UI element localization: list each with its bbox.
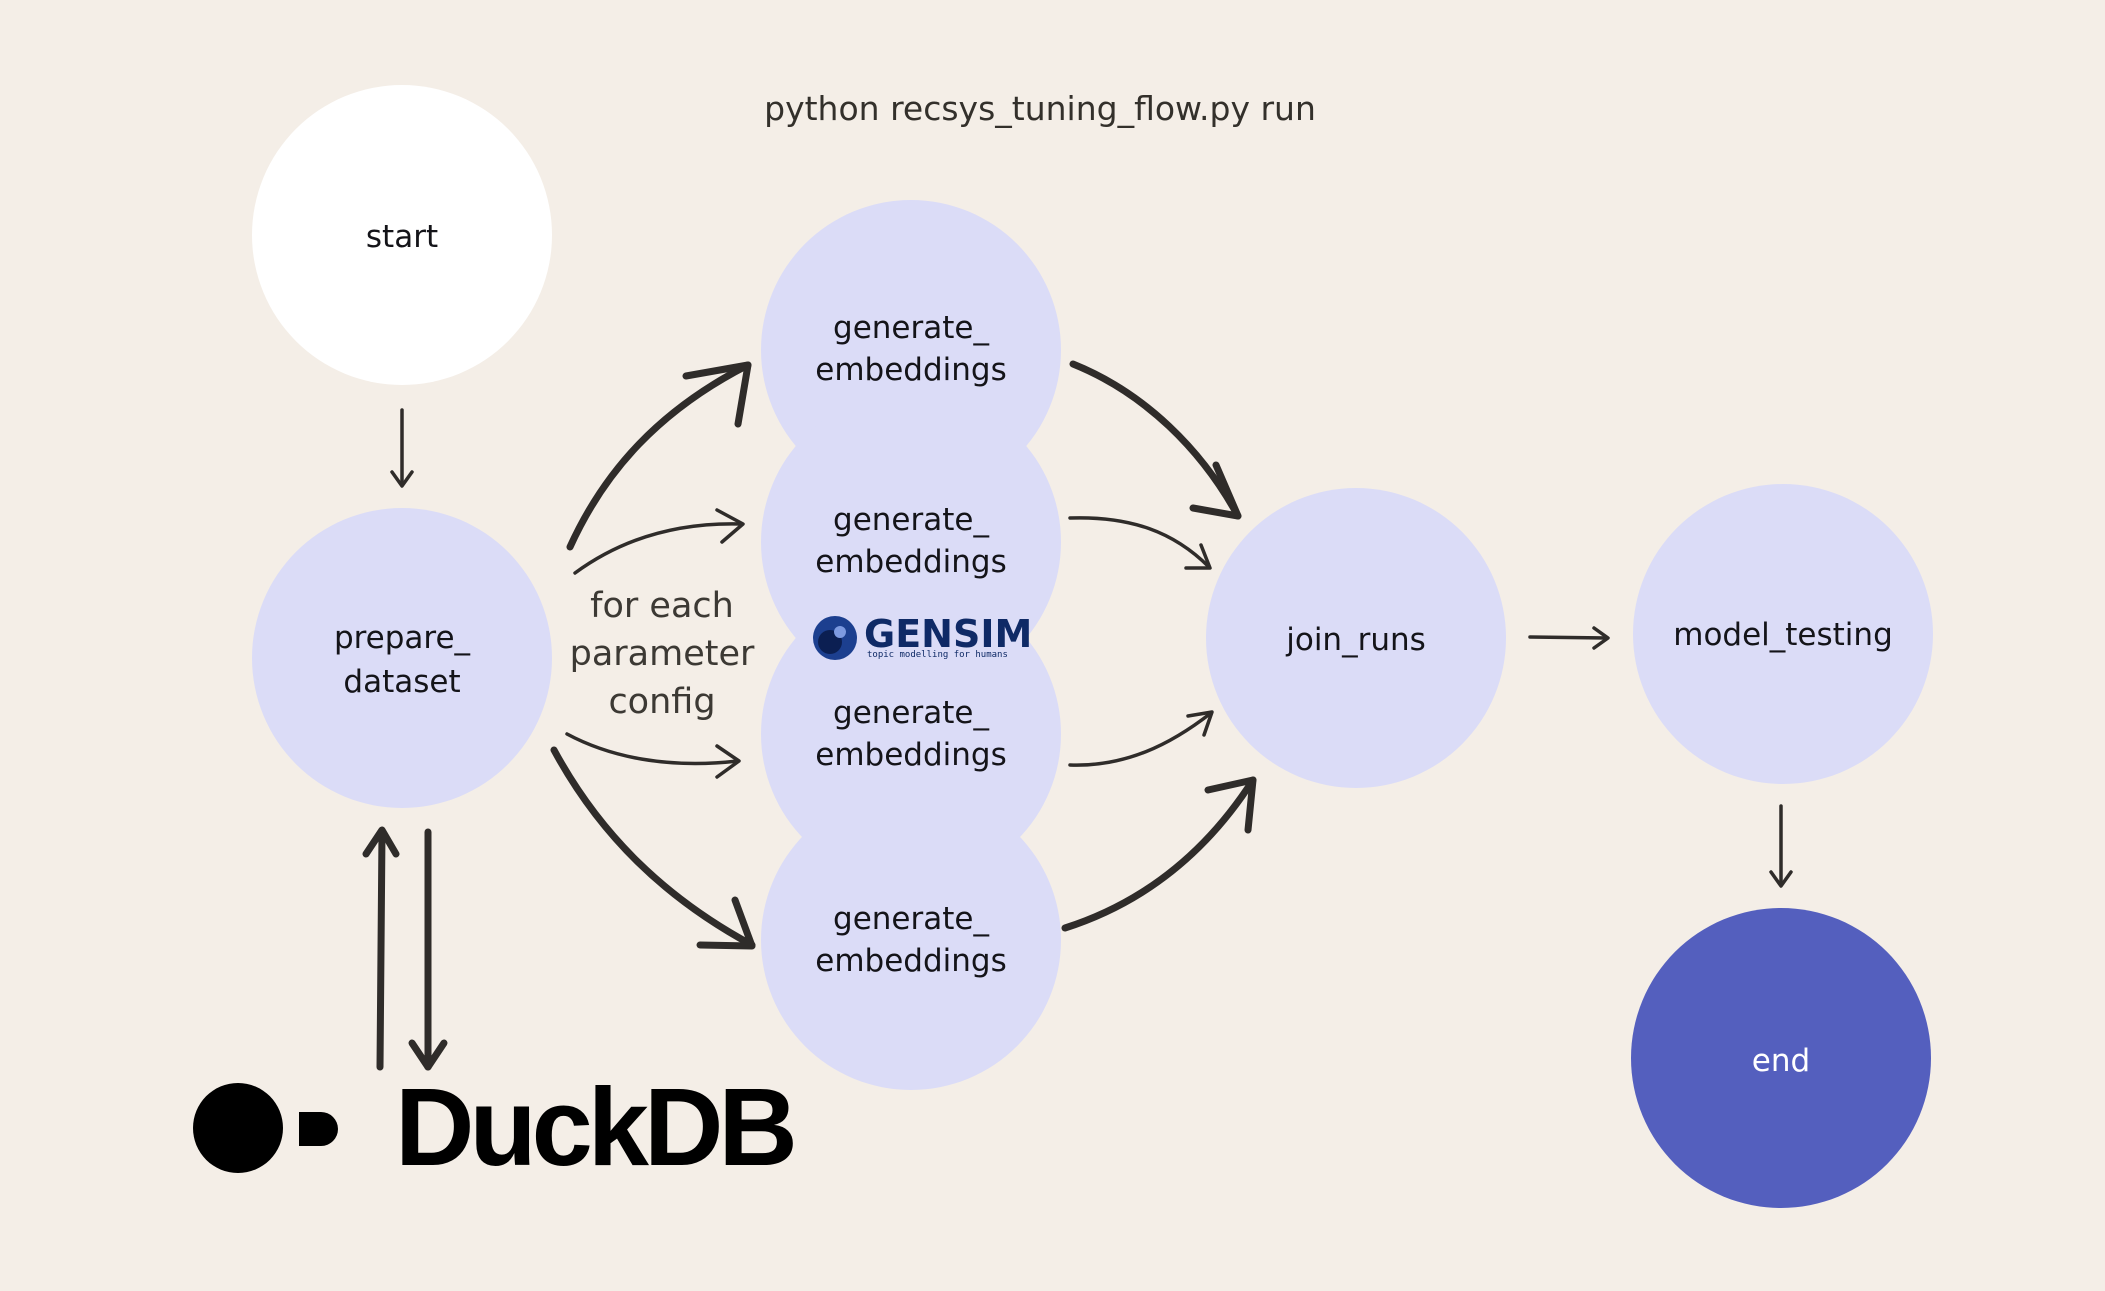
duckdb-logo-icon (193, 1083, 283, 1173)
gen3-label-line1: generate_ (833, 695, 989, 731)
gen1-label-line1: generate_ (833, 310, 989, 346)
flow-title: python recsys_tuning_flow.py run (764, 89, 1316, 128)
arrow-prepare-to-duckdb (408, 828, 448, 1071)
gen4-label-line2: embeddings (815, 943, 1006, 979)
arrow-prepare-to-gen1 (566, 361, 752, 551)
node-end-label: end (1752, 1043, 1810, 1079)
arrow-prepare-to-gen2 (573, 508, 745, 575)
duckdb-logo-beak (299, 1112, 338, 1146)
node-prepare-dataset: prepare_ dataset (252, 508, 552, 808)
loop-label: for each parameter config (570, 586, 755, 722)
arrow-join-to-model-testing (1528, 626, 1610, 650)
arrow-gen1-to-join (1069, 360, 1242, 520)
node-generate-embeddings-4 (761, 790, 1061, 1090)
node-start-label: start (366, 219, 438, 255)
node-prepare-label-line2: dataset (343, 664, 460, 700)
node-join-runs: join_runs (1206, 488, 1506, 788)
gensim-logo-tagline: topic modelling for humans (867, 650, 1008, 660)
gensim-logo: GENSIM topic modelling for humans (813, 612, 1032, 660)
gen2-label-line2: embeddings (815, 544, 1006, 580)
duckdb-logo: DuckDB (193, 1066, 798, 1189)
node-prepare-label-line1: prepare_ (334, 620, 471, 656)
arrow-gen2-to-join (1068, 516, 1212, 570)
arrow-prepare-to-gen4 (550, 746, 756, 950)
node-join-label: join_runs (1285, 622, 1426, 658)
loop-label-line1: for each (590, 586, 734, 626)
gen3-label-line2: embeddings (815, 737, 1006, 773)
gensim-logo-name: GENSIM (864, 612, 1032, 656)
arrow-start-to-prepare (390, 408, 414, 488)
gen1-label-line2: embeddings (815, 352, 1006, 388)
loop-label-line2: parameter (570, 634, 755, 674)
duckdb-logo-name: DuckDB (395, 1066, 793, 1189)
gen4-label-line1: generate_ (833, 901, 989, 937)
gen2-label-line1: generate_ (833, 502, 989, 538)
arrow-gen3-to-join (1068, 710, 1214, 767)
node-model-testing-label: model_testing (1673, 617, 1893, 653)
node-end: end (1631, 908, 1931, 1208)
arrow-gen4-to-join (1061, 776, 1257, 932)
node-start: start (252, 85, 552, 385)
arrow-model-testing-to-end (1769, 804, 1793, 888)
arrow-duckdb-to-prepare (362, 826, 400, 1071)
node-model-testing: model_testing (1633, 484, 1933, 784)
arrow-prepare-to-gen3 (565, 732, 741, 779)
loop-label-line3: config (608, 682, 715, 722)
